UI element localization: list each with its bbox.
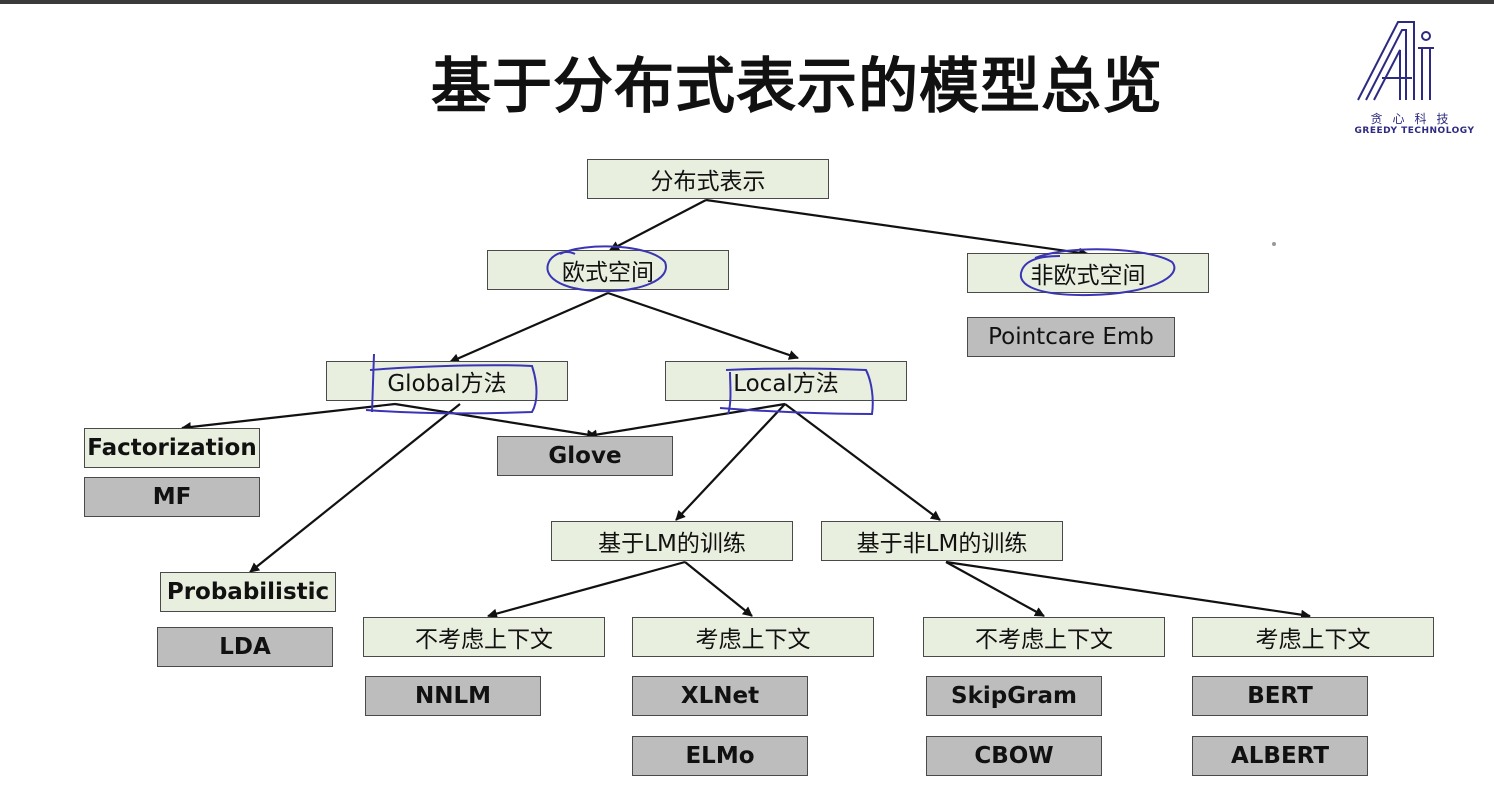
node-global: Global方法 — [326, 361, 568, 401]
node-non-lm-training: 基于非LM的训练 — [821, 521, 1063, 561]
node-lm-no-context: 不考虑上下文 — [363, 617, 605, 657]
node-glove: Glove — [497, 436, 673, 476]
node-probabilistic: Probabilistic — [160, 572, 336, 612]
arrow-lm-nocontext — [487, 560, 686, 619]
annotation-circle-euclidean — [546, 245, 667, 293]
node-lm-training: 基于LM的训练 — [551, 521, 793, 561]
node-bert: BERT — [1192, 676, 1368, 716]
arrow-root-noneuclidean — [705, 198, 1089, 258]
node-factorization: Factorization — [84, 428, 260, 468]
greedy-logo: 贪心科技 GREEDY TECHNOLOGY — [1352, 18, 1477, 143]
node-nonlm-context: 考虑上下文 — [1192, 617, 1434, 657]
slide: 基于分布式表示的模型总览 贪心科技 GREEDY TECHNOLOGY — [0, 4, 1494, 789]
logo-chinese-text: 贪心科技 — [1370, 112, 1459, 126]
logo-english-text: GREEDY TECHNOLOGY — [1354, 126, 1475, 136]
node-xlnet: XLNet — [632, 676, 808, 716]
node-skipgram: SkipGram — [926, 676, 1102, 716]
annotation-circle-non-euclidean — [1019, 248, 1176, 297]
arrow-euclidean-global — [449, 291, 609, 364]
arrow-root-euclidean — [609, 199, 707, 251]
node-pointcare: Pointcare Emb — [967, 317, 1175, 357]
arrow-global-glove — [394, 402, 597, 440]
node-root: 分布式表示 — [587, 159, 829, 199]
node-nnlm: NNLM — [365, 676, 541, 716]
stray-dot — [1272, 242, 1276, 246]
node-elmo: ELMo — [632, 736, 808, 776]
arrow-lm-context — [684, 561, 753, 617]
arrow-global-probabilistic — [249, 403, 461, 573]
arrow-global-factorization — [181, 402, 396, 432]
arrow-nonlm-context — [945, 560, 1311, 620]
annotation-bracket-global — [365, 353, 538, 415]
arrow-nonlm-nocontext — [945, 561, 1045, 617]
node-lda: LDA — [157, 627, 333, 667]
node-euclidean: 欧式空间 — [487, 250, 729, 290]
arrow-local-nonlm — [784, 403, 941, 521]
page-title: 基于分布式表示的模型总览 — [431, 52, 1163, 122]
arrow-euclidean-local — [607, 291, 799, 360]
annotation-bracket-local — [719, 367, 874, 416]
handwritten-annotations — [365, 245, 1176, 416]
node-albert: ALBERT — [1192, 736, 1368, 776]
node-cbow: CBOW — [926, 736, 1102, 776]
node-non-euclidean: 非欧式空间 — [967, 253, 1209, 293]
connector-arrows — [181, 198, 1311, 620]
arrow-local-lm — [675, 403, 786, 521]
node-lm-context: 考虑上下文 — [632, 617, 874, 657]
node-mf: MF — [84, 477, 260, 517]
logo-mark-icon — [1357, 21, 1434, 101]
node-nonlm-no-context: 不考虑上下文 — [923, 617, 1165, 657]
